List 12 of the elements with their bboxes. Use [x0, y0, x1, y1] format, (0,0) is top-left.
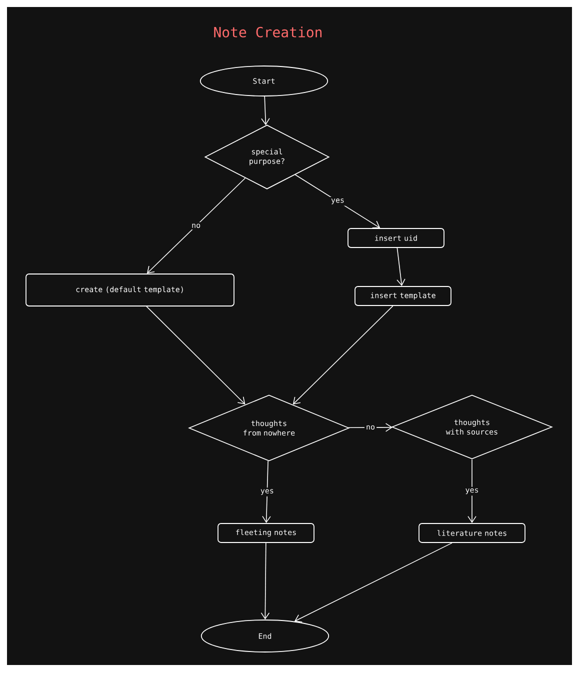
- arrow: [261, 96, 270, 126]
- title: Note Creation: [214, 26, 322, 38]
- arrow: [396, 248, 406, 286]
- arrow: [294, 174, 380, 228]
- arrow: [146, 306, 246, 404]
- arrow: [292, 306, 394, 404]
- arrow: [146, 178, 246, 274]
- arrow: [260, 542, 270, 620]
- arrow: [468, 459, 476, 524]
- arrow: [348, 423, 392, 432]
- arrow: [262, 460, 271, 524]
- arrow: [294, 542, 452, 622]
